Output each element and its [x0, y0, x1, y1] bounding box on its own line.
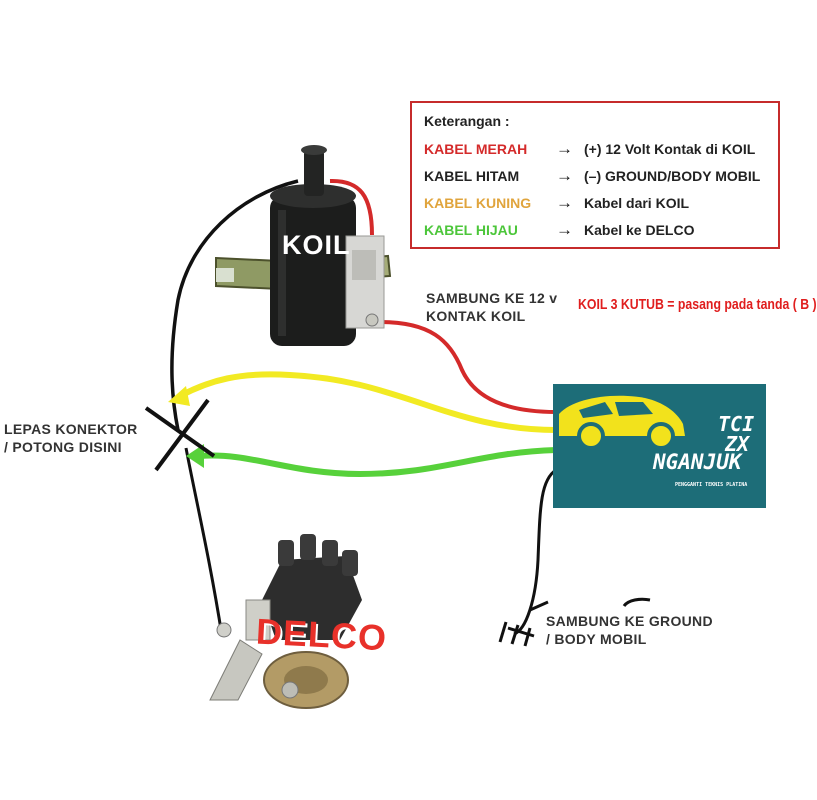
legend-value: Kabel dari KOIL — [584, 195, 690, 211]
cut-line1: LEPAS KONEKTOR — [4, 421, 138, 437]
coil-label: KOIL — [282, 230, 351, 260]
legend-title: Keterangan : — [424, 113, 510, 129]
legend-value: Kabel ke DELCO — [584, 222, 695, 238]
logo-line2: ZX — [725, 432, 750, 456]
yellow-wire — [178, 371, 557, 433]
black-wire-coil — [170, 179, 299, 431]
connect-12v-label: SAMBUNG KE 12 v KONTAK KOIL — [426, 289, 557, 325]
legend-key: KABEL KUNING — [424, 195, 532, 211]
distributor-label: DELCO — [255, 610, 389, 659]
ground-label: SAMBUNG KE GROUND / BODY MOBIL — [546, 612, 713, 648]
connect-12v-line2: KONTAK KOIL — [426, 308, 526, 324]
ground-symbol — [498, 597, 651, 647]
arrow-right-icon: → — [556, 193, 573, 212]
wiring-diagram — [144, 145, 651, 709]
logo-line1: TCI — [718, 412, 755, 436]
green-wire — [199, 447, 557, 478]
legend-key: KABEL MERAH — [424, 141, 528, 157]
ground-wire — [513, 468, 557, 636]
arrow-right-icon: → — [556, 139, 573, 158]
red-wire-top — [329, 178, 374, 236]
car-icon — [559, 395, 685, 450]
ground-line1: SAMBUNG KE GROUND — [546, 613, 713, 629]
legend-box: Keterangan : KABEL MERAH → (+) 12 Volt K… — [410, 101, 780, 249]
green-arrow-head — [186, 444, 204, 468]
ground-line2: / BODY MOBIL — [546, 631, 647, 647]
brand-logo: TCI ZX NGANJUK PENGGANTI TEKNIS PLATINA — [553, 384, 766, 508]
black-wire-delco — [184, 447, 224, 637]
legend-value: (+) 12 Volt Kontak di KOIL — [584, 141, 756, 157]
yellow-arrow-head — [168, 386, 190, 406]
red-wire-main — [379, 320, 557, 414]
legend-value: (–) GROUND/BODY MOBIL — [584, 168, 761, 184]
cut-mark-icon — [144, 398, 216, 472]
cut-line2: / POTONG DISINI — [4, 439, 122, 455]
cut-connector-label: LEPAS KONEKTOR / POTONG DISINI — [4, 420, 138, 456]
logo-line3: NGANJUK — [653, 450, 742, 474]
legend-key: KABEL HIJAU — [424, 222, 518, 238]
connect-12v-line1: SAMBUNG KE 12 v — [426, 290, 558, 306]
coil-body — [270, 145, 385, 346]
legend-key: KABEL HITAM — [424, 168, 520, 184]
distributor-body — [209, 534, 362, 709]
arrow-right-icon: → — [556, 166, 573, 185]
three-pin-coil-note: KOIL 3 KUTUB = pasang pada tanda ( B ) — [578, 296, 817, 313]
logo-tagline: PENGGANTI TEKNIS PLATINA — [675, 482, 748, 488]
arrow-right-icon: → — [556, 220, 573, 239]
